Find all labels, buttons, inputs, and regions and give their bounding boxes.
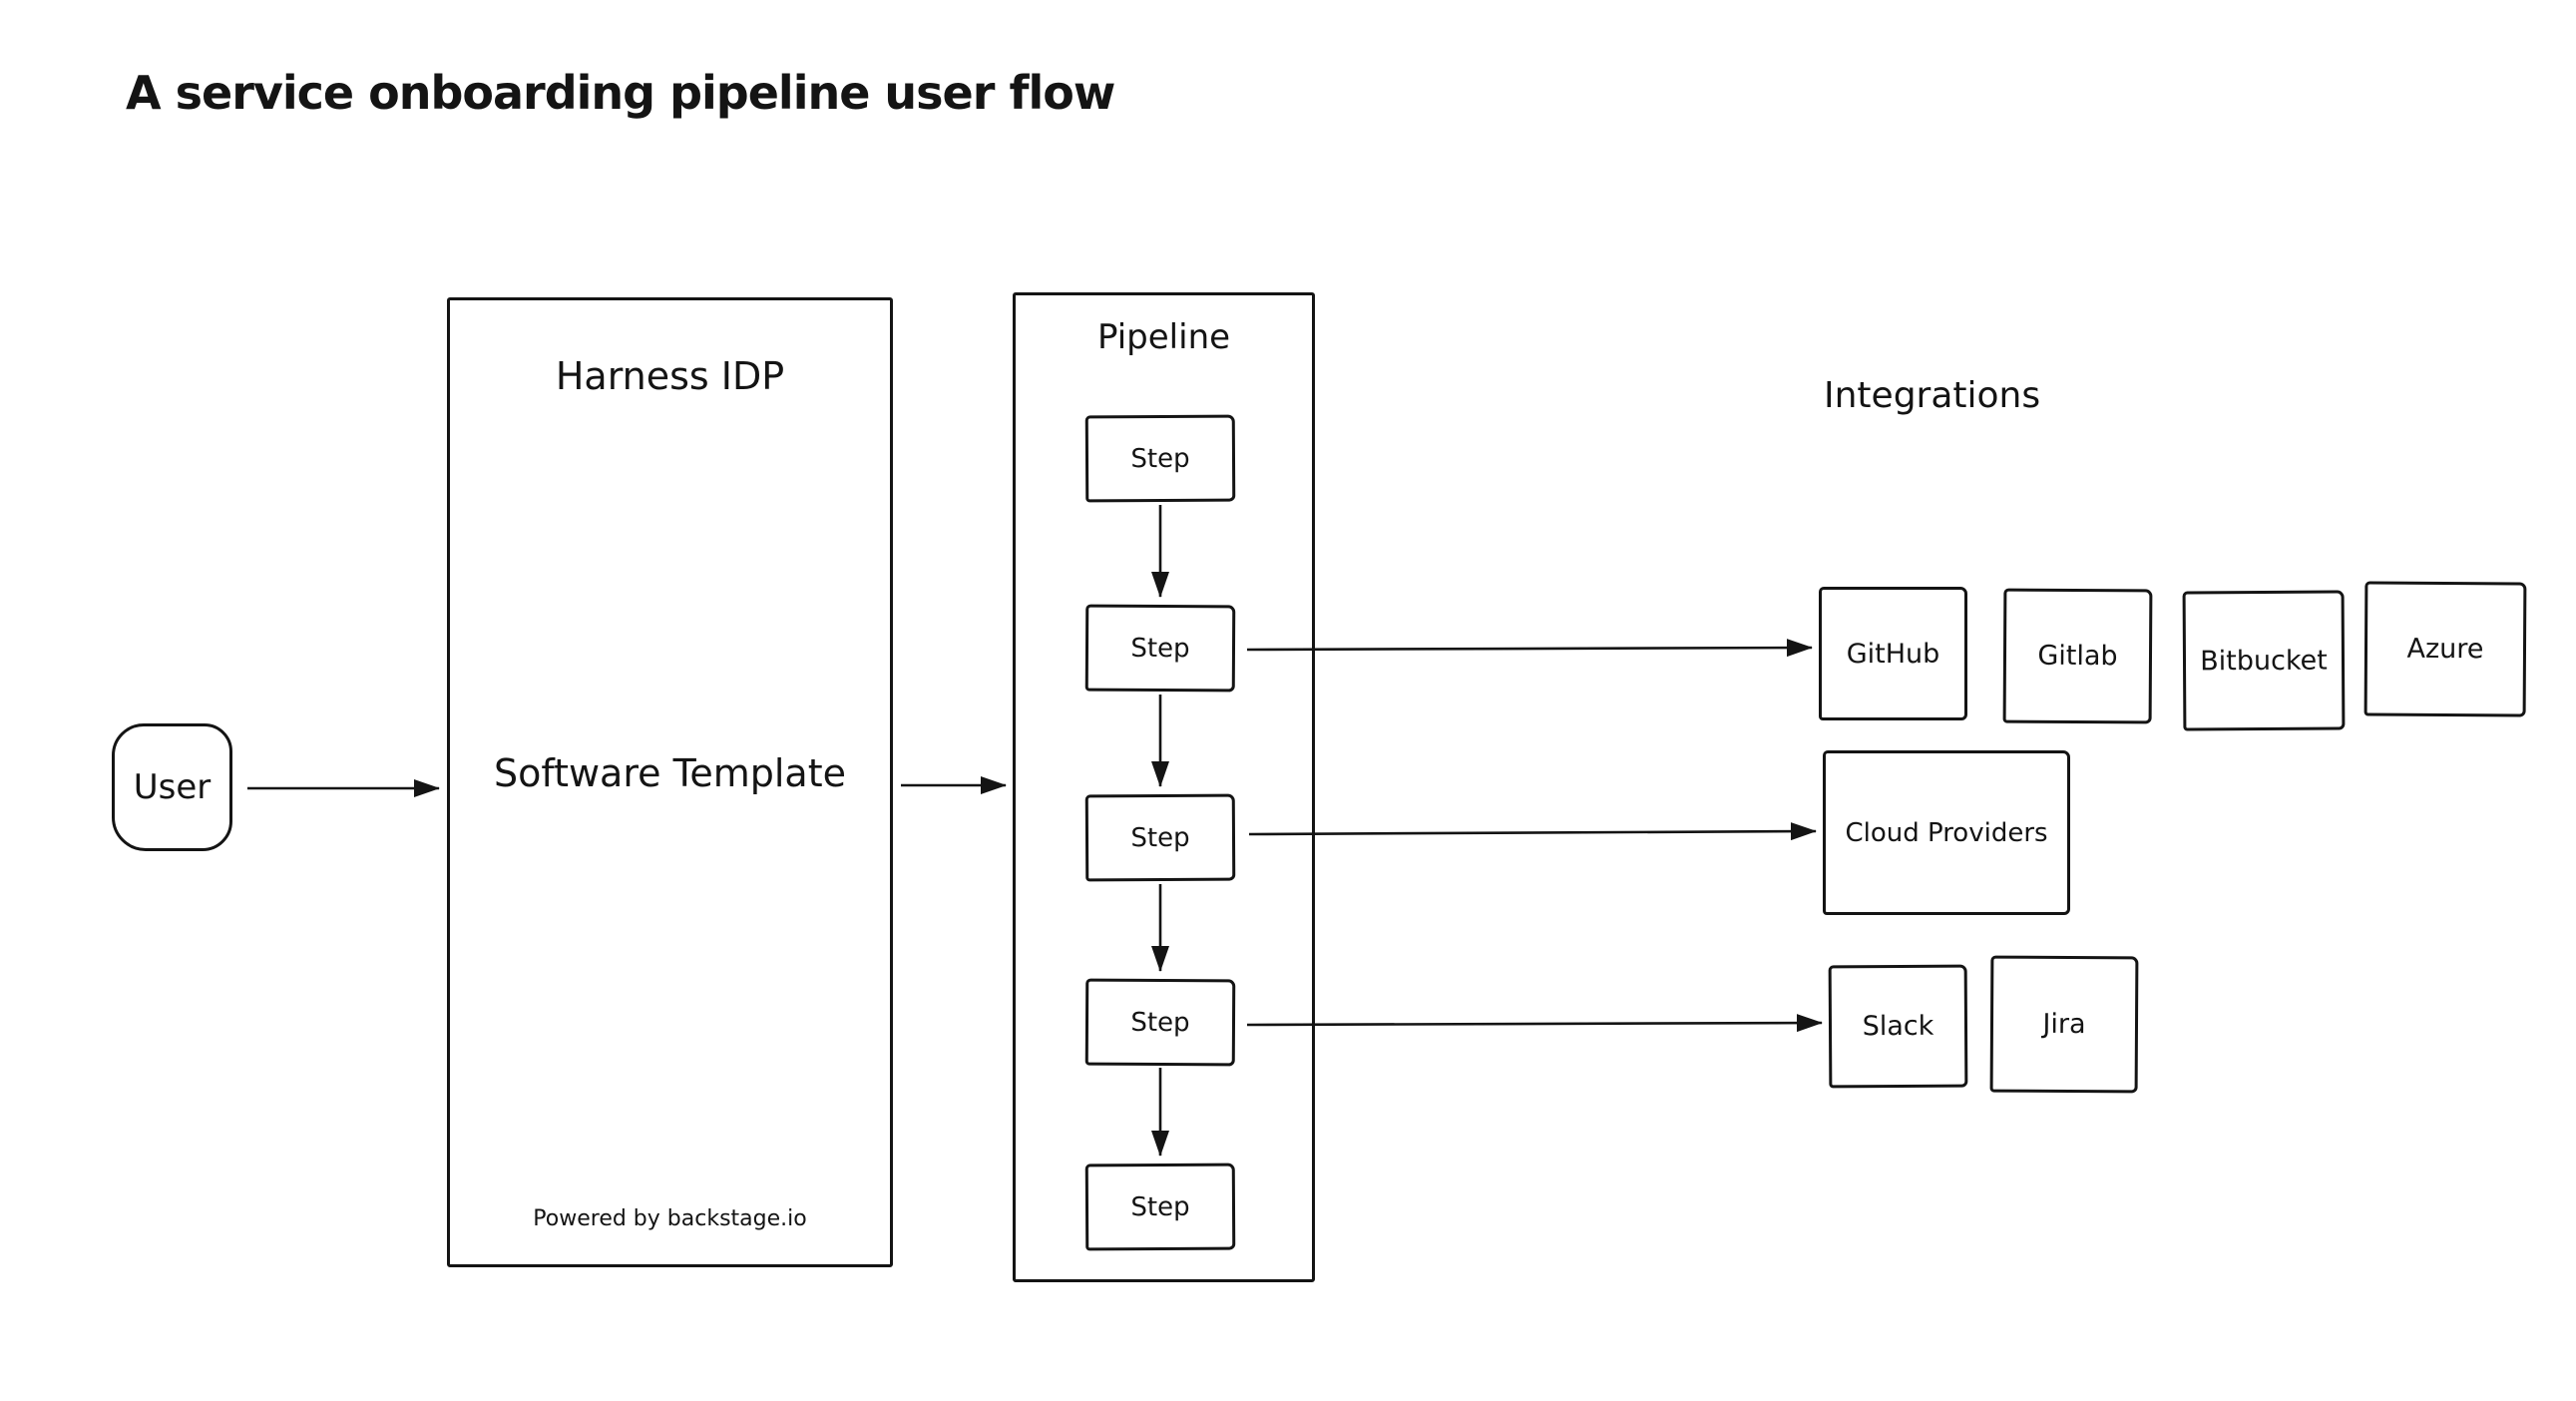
step-label: Step — [1130, 1007, 1190, 1038]
integration-label: GitHub — [1846, 638, 1940, 670]
integration-label: Gitlab — [2037, 640, 2118, 673]
integration-bitbucket: Bitbucket — [2182, 590, 2346, 731]
step-box-2: Step — [1084, 604, 1236, 693]
arrow-step3-to-cloud-providers — [1248, 822, 1817, 841]
step-label: Step — [1130, 443, 1190, 474]
diagram-title: A service onboarding pipeline user flow — [126, 66, 1115, 120]
integration-cloud-providers: Cloud Providers — [1823, 750, 2070, 915]
software-template-label: Software Template — [494, 751, 846, 795]
step-label: Step — [1130, 1191, 1190, 1222]
integration-slack: Slack — [1828, 964, 1968, 1089]
integration-label: Jira — [2042, 1008, 2086, 1041]
integration-label: Cloud Providers — [1845, 817, 2048, 848]
arrow-step4-to-slack — [1246, 1014, 1823, 1033]
powered-by-label: Powered by backstage.io — [533, 1206, 807, 1231]
integration-gitlab: Gitlab — [2002, 588, 2153, 724]
step-label: Step — [1130, 822, 1190, 853]
integration-label: Slack — [1862, 1010, 1934, 1043]
integration-label: Bitbucket — [2200, 645, 2328, 677]
user-node: User — [112, 723, 232, 851]
pipeline-title: Pipeline — [1096, 317, 1231, 357]
user-node-label: User — [133, 767, 212, 807]
integration-label: Azure — [2406, 633, 2484, 666]
step-box-4: Step — [1084, 978, 1236, 1067]
step-label: Step — [1130, 633, 1190, 664]
arrow-step2-to-github — [1246, 639, 1813, 658]
step-box-1: Step — [1084, 414, 1236, 503]
step-box-3: Step — [1084, 793, 1236, 882]
step-box-5: Step — [1084, 1163, 1236, 1251]
harness-idp-box: Harness IDP Software Template Powered by… — [447, 297, 893, 1267]
harness-idp-title: Harness IDP — [555, 354, 785, 398]
integration-github: GitHub — [1819, 587, 1967, 720]
integrations-heading: Integrations — [1824, 375, 2041, 416]
integration-jira: Jira — [1989, 955, 2139, 1094]
integration-azure: Azure — [2363, 581, 2527, 717]
